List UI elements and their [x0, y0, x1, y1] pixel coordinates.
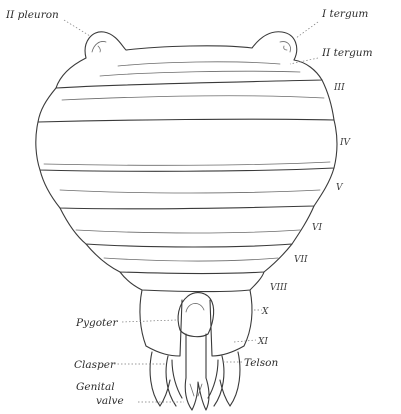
leader-tergum-1 — [296, 22, 318, 38]
central-rod — [186, 334, 206, 378]
segment-inner-3 — [62, 96, 324, 100]
label-seg-8: VIII — [270, 283, 288, 293]
label-tergum-1: I tergum — [321, 8, 368, 20]
segment-inner-7 — [104, 258, 278, 261]
label-seg-6: VI — [312, 223, 322, 233]
segment-outline-6 — [60, 206, 314, 247]
clasper-right — [208, 356, 224, 406]
segment-inner-2b — [100, 71, 300, 76]
clasper-left — [166, 356, 182, 406]
segment-inner-5 — [60, 190, 320, 193]
pleuron-lobe-right — [280, 42, 291, 52]
label-pleuron-2: II pleuron — [5, 9, 59, 21]
leader-seg-11 — [234, 340, 256, 342]
genital-valve — [185, 378, 209, 410]
label-seg-5: V — [336, 183, 344, 193]
tergum-x-right — [210, 290, 252, 356]
pygoter-outline — [178, 293, 214, 337]
label-clasper: Clasper — [74, 359, 116, 371]
segment-inner-6 — [76, 230, 300, 233]
label-tergum-2: II tergum — [321, 47, 373, 59]
leader-pleuron-2 — [64, 20, 90, 36]
pygoter-inner — [186, 303, 204, 312]
label-telson: Telson — [244, 357, 278, 369]
label-genital: Genital — [76, 381, 115, 393]
leader-lines — [64, 20, 318, 402]
label-seg-11: XI — [257, 337, 268, 347]
anterior-margin — [85, 32, 297, 60]
label-pygoter: Pygoter — [75, 317, 118, 329]
label-seg-3: III — [333, 83, 345, 93]
pleuron-lobe-left — [92, 41, 106, 52]
segment-outline-8 — [120, 272, 264, 292]
tergum-x — [140, 290, 182, 356]
segment-outline-5 — [40, 168, 334, 209]
leader-pygoter — [122, 320, 176, 322]
terminal-region — [140, 290, 252, 410]
segment-inner-4 — [44, 162, 330, 165]
abdomen-body — [36, 32, 337, 292]
label-seg-7: VII — [294, 255, 308, 265]
segment-inner-2 — [118, 62, 280, 66]
label-seg-10: X — [261, 307, 269, 317]
label-valve: valve — [96, 395, 124, 407]
label-seg-4: IV — [339, 138, 352, 148]
